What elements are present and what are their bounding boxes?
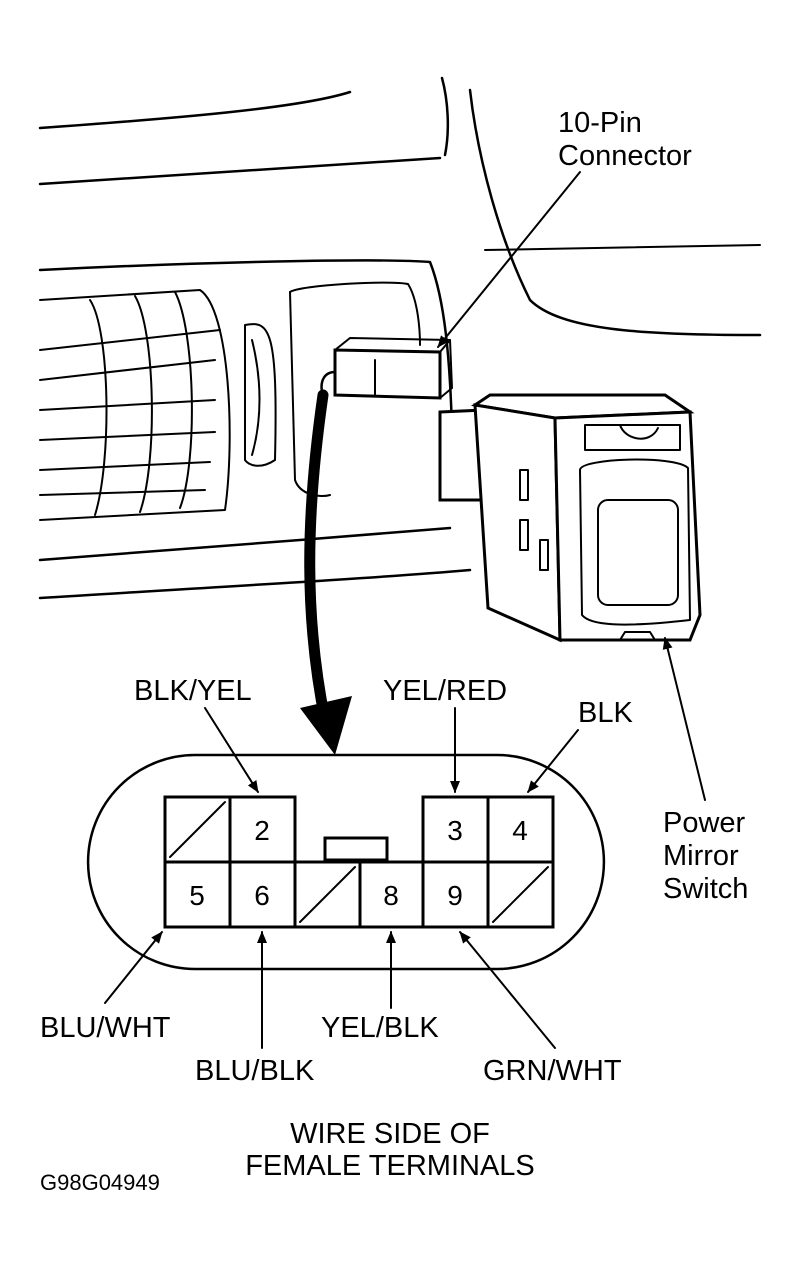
pin-label-6: 6 — [254, 880, 270, 911]
label-line: Power — [663, 807, 746, 839]
cavity-9 — [421, 860, 490, 929]
wire-labels: BLK/YEL YEL/RED BLK BLU/WHT BLU/BLK YEL/… — [40, 675, 633, 1087]
pin-label-3: 3 — [447, 815, 463, 846]
power-mirror-switch — [438, 393, 702, 643]
wire-label-grn-wht: GRN/WHT — [483, 1055, 622, 1087]
caption-line-1: WIRE SIDE OF — [290, 1118, 490, 1150]
label-line: 10-Pin — [558, 107, 642, 139]
connector-plug — [320, 337, 453, 400]
dashboard-illustration — [38, 76, 762, 600]
wire-label-yel-red: YEL/RED — [383, 675, 507, 707]
wire-arrow-blu-wht — [104, 931, 163, 1004]
cavity-5 — [163, 860, 232, 929]
wire-arrow-blk-yel — [204, 707, 259, 793]
pin-label-4: 4 — [512, 815, 528, 846]
label-line: Mirror — [663, 840, 739, 872]
wire-label-blk: BLK — [578, 697, 633, 729]
wire-label-blk-yel: BLK/YEL — [134, 675, 252, 707]
connector-callout-arrow — [437, 171, 581, 348]
connector-pinout: 2 3 4 5 6 8 9 — [86, 753, 606, 971]
locking-tab — [323, 836, 389, 862]
wire-arrow-blk — [527, 729, 579, 793]
view-arrow — [300, 389, 352, 755]
label-line: Switch — [663, 873, 748, 905]
pin-label-2: 2 — [254, 815, 270, 846]
wire-arrow-grn-wht — [459, 931, 556, 1049]
wire-label-yel-blk: YEL/BLK — [321, 1012, 439, 1044]
wire-label-blu-wht: BLU/WHT — [40, 1012, 171, 1044]
cavity-6 — [228, 860, 297, 929]
cavity-4 — [486, 795, 555, 864]
label-line: Connector — [558, 140, 692, 172]
wire-label-blu-blk: BLU/BLK — [195, 1055, 315, 1087]
pin-label-5: 5 — [189, 880, 205, 911]
switch-callout-arrow — [662, 637, 706, 801]
connector-outline — [86, 753, 606, 971]
pin-label-9: 9 — [447, 880, 463, 911]
caption-line-2: FEMALE TERMINALS — [245, 1150, 535, 1182]
pin-label-8: 8 — [383, 880, 399, 911]
figure-code: G98G04949 — [40, 1170, 160, 1195]
